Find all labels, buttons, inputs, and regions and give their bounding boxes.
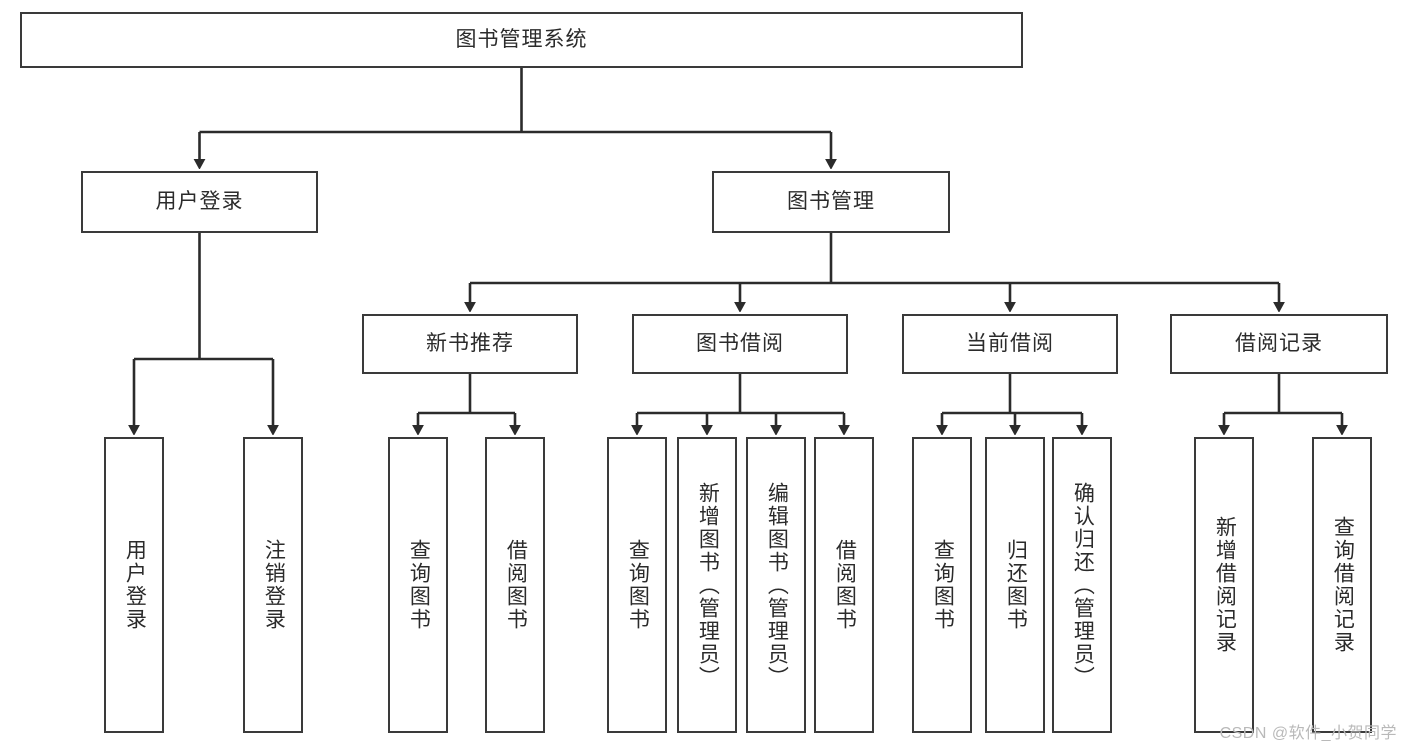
node-label: 新增图书（管理员） <box>696 481 720 689</box>
node-l3-4[interactable]: 借阅记录 <box>1170 314 1388 374</box>
node-l4-11[interactable]: 确认归还（管理员） <box>1052 437 1112 733</box>
node-l4-7[interactable]: 编辑图书（管理员） <box>746 437 806 733</box>
node-label: 新增借阅记录 <box>1213 516 1237 654</box>
node-l2-1[interactable]: 用户登录 <box>81 171 318 233</box>
node-label: 借阅图书 <box>833 539 857 631</box>
node-l3-1[interactable]: 新书推荐 <box>362 314 578 374</box>
node-label: 用户登录 <box>155 190 244 214</box>
node-l4-4[interactable]: 借阅图书 <box>485 437 545 733</box>
node-l4-10[interactable]: 归还图书 <box>985 437 1045 733</box>
node-label: 用户登录 <box>123 539 147 631</box>
node-l4-6[interactable]: 新增图书（管理员） <box>677 437 737 733</box>
node-l4-9[interactable]: 查询图书 <box>912 437 972 733</box>
node-l2-2[interactable]: 图书管理 <box>712 171 950 233</box>
node-label: 查询图书 <box>407 539 431 631</box>
node-l3-2[interactable]: 图书借阅 <box>632 314 848 374</box>
node-l4-5[interactable]: 查询图书 <box>607 437 667 733</box>
node-label: 图书管理系统 <box>455 28 588 52</box>
node-l3-3[interactable]: 当前借阅 <box>902 314 1118 374</box>
node-label: 图书管理 <box>787 190 875 214</box>
node-l4-2[interactable]: 注销登录 <box>243 437 303 733</box>
node-label: 查询借阅记录 <box>1331 516 1355 654</box>
node-label: 确认归还（管理员） <box>1071 481 1095 689</box>
node-label: 查询图书 <box>626 539 650 631</box>
node-label: 归还图书 <box>1004 539 1028 631</box>
node-root[interactable]: 图书管理系统 <box>20 12 1023 68</box>
node-label: 当前借阅 <box>966 332 1054 356</box>
connector-layer <box>134 68 1342 426</box>
node-l4-13[interactable]: 查询借阅记录 <box>1312 437 1372 733</box>
node-label: 图书借阅 <box>696 332 784 356</box>
node-label: 借阅记录 <box>1235 332 1323 356</box>
node-label: 借阅图书 <box>504 539 528 631</box>
node-l4-1[interactable]: 用户登录 <box>104 437 164 733</box>
node-l4-3[interactable]: 查询图书 <box>388 437 448 733</box>
node-l4-8[interactable]: 借阅图书 <box>814 437 874 733</box>
node-label: 编辑图书（管理员） <box>765 481 789 689</box>
node-label: 新书推荐 <box>426 332 514 356</box>
node-label: 注销登录 <box>262 539 286 631</box>
node-label: 查询图书 <box>931 539 955 631</box>
node-l4-12[interactable]: 新增借阅记录 <box>1194 437 1254 733</box>
